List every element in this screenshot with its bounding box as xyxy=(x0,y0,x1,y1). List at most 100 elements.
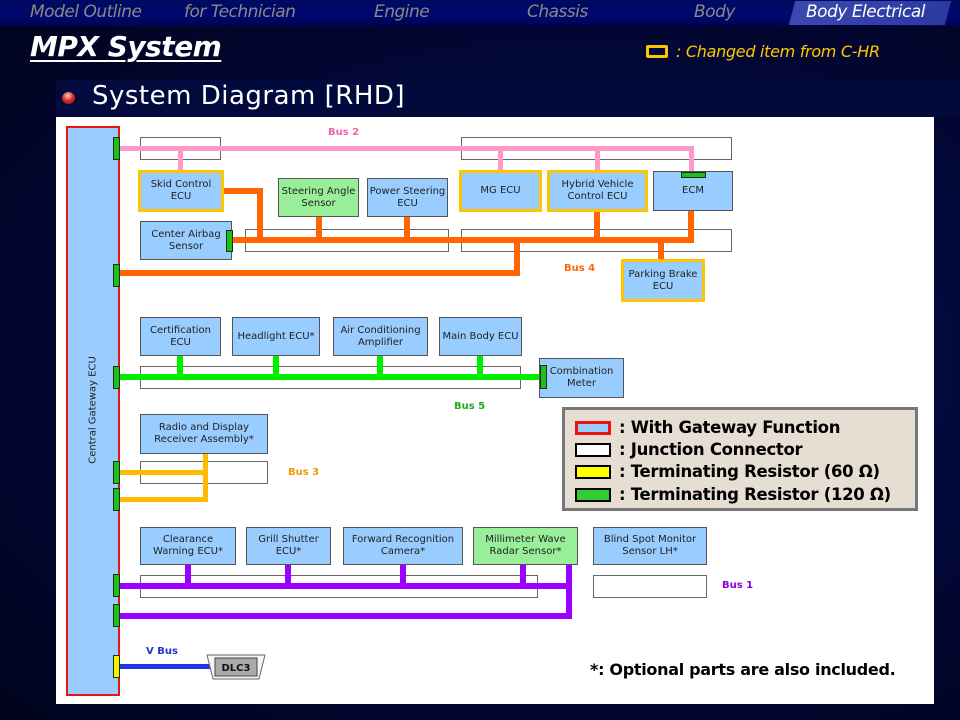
nav-item-for-technician[interactable]: for Technician xyxy=(184,2,296,22)
bus4-wire xyxy=(594,211,600,243)
changed-item-label: : Changed item from C-HR xyxy=(676,42,880,61)
bus5-wire xyxy=(177,355,183,380)
terminating-resistor-120 xyxy=(681,172,706,178)
terminating-resistor-120 xyxy=(113,604,120,627)
ecu-millimeter-wave-radar[interactable]: Millimeter Wave Radar Sensor* xyxy=(473,527,578,565)
nav-item-body-electrical[interactable]: Body Electrical xyxy=(806,2,925,22)
bus4-wire xyxy=(220,188,263,194)
legend-row-gateway: : With Gateway Function xyxy=(575,418,840,437)
subtitle-bar xyxy=(56,80,960,116)
dlc3-connector-icon: DLC3 xyxy=(206,654,266,680)
bus4-wire xyxy=(658,237,664,262)
legend-label: : Terminating Resistor (60 Ω) xyxy=(619,462,880,481)
bus5-wire xyxy=(377,355,383,380)
bus5-wire xyxy=(118,374,542,380)
bus1-wire xyxy=(285,564,291,589)
ecu-forward-recognition-camera[interactable]: Forward Recognition Camera* xyxy=(343,527,463,565)
ecu-blind-spot-monitor-lh[interactable]: Blind Spot Monitor Sensor LH* xyxy=(593,527,707,565)
ecu-radio-display-receiver[interactable]: Radio and Display Receiver Assembly* xyxy=(140,414,268,454)
legend-row-resistor-60: : Terminating Resistor (60 Ω) xyxy=(575,462,880,481)
bus4-wire xyxy=(232,237,694,243)
legend-swatch-resistor-60 xyxy=(575,464,611,479)
bus1-label: Bus 1 xyxy=(722,580,754,591)
bus4-wire xyxy=(316,216,322,243)
bus1-wire xyxy=(118,613,572,619)
section-subtitle: System Diagram [RHD] xyxy=(92,81,406,111)
bus1-wire xyxy=(118,583,572,589)
legend-label: : Terminating Resistor (120 Ω) xyxy=(619,485,891,504)
ecu-main-body[interactable]: Main Body ECU xyxy=(439,317,522,356)
bus3-label: Bus 3 xyxy=(288,467,320,478)
legend-swatch-resistor-120 xyxy=(575,487,611,502)
bus4-wire xyxy=(514,237,520,276)
nav-item-body[interactable]: Body xyxy=(694,2,735,22)
bus2-wire xyxy=(595,146,600,172)
bus4-wire xyxy=(404,216,410,243)
vbus-label: V Bus xyxy=(146,646,178,657)
central-gateway-ecu[interactable] xyxy=(66,126,120,696)
legend-label: : Junction Connector xyxy=(619,440,803,459)
legend-swatch-gateway xyxy=(575,420,611,435)
ecu-mg[interactable]: MG ECU xyxy=(459,170,542,212)
ecu-certification[interactable]: Certification ECU xyxy=(140,317,221,356)
bus4-wire xyxy=(688,210,694,243)
terminating-resistor-120 xyxy=(540,365,547,389)
terminating-resistor-120 xyxy=(113,264,120,287)
optional-parts-footnote: *: Optional parts are also included. xyxy=(590,660,896,679)
dlc3-connector[interactable]: DLC3 xyxy=(205,652,267,682)
bus4-label: Bus 4 xyxy=(564,263,596,274)
terminating-resistor-60 xyxy=(113,655,120,678)
vbus-wire xyxy=(118,664,210,669)
bus4-wire xyxy=(118,270,520,276)
terminating-resistor-120 xyxy=(113,461,120,484)
legend-swatch-junction xyxy=(575,442,611,457)
ecu-steering-angle-sensor[interactable]: Steering Angle Sensor xyxy=(278,178,359,217)
bus5-wire xyxy=(477,355,483,380)
bus2-label: Bus 2 xyxy=(328,127,360,138)
bus2-wire xyxy=(118,146,694,151)
terminating-resistor-120 xyxy=(113,366,120,389)
junction-connector xyxy=(593,575,707,598)
ecu-combination-meter[interactable]: Combination Meter xyxy=(539,358,624,398)
terminating-resistor-120 xyxy=(226,230,233,252)
bus5-wire xyxy=(273,355,279,380)
bus2-wire xyxy=(178,146,183,172)
bus3-wire xyxy=(203,453,208,502)
bullet-icon xyxy=(62,92,75,104)
bus4-wire xyxy=(257,188,263,243)
bus1-wire xyxy=(400,564,406,589)
legend-row-resistor-120: : Terminating Resistor (120 Ω) xyxy=(575,485,891,504)
bus3-wire xyxy=(118,470,208,475)
bus5-label: Bus 5 xyxy=(454,401,486,412)
terminating-resistor-120 xyxy=(113,137,120,160)
terminating-resistor-120 xyxy=(113,488,120,511)
legend-label: : With Gateway Function xyxy=(619,418,841,437)
ecu-grill-shutter[interactable]: Grill Shutter ECU* xyxy=(246,527,331,565)
ecu-skid-control[interactable]: Skid Control ECU xyxy=(138,170,224,212)
nav-item-chassis[interactable]: Chassis xyxy=(527,2,588,22)
bus2-wire xyxy=(689,146,694,176)
ecu-clearance-warning[interactable]: Clearance Warning ECU* xyxy=(140,527,236,565)
nav-item-model-outline[interactable]: Model Outline xyxy=(30,2,142,22)
dlc3-label: DLC3 xyxy=(222,663,251,674)
bus1-wire xyxy=(520,564,526,589)
nav-item-engine[interactable]: Engine xyxy=(374,2,430,22)
central-gateway-ecu-label: Central Gateway ECU xyxy=(87,356,99,464)
page-title: MPX System xyxy=(30,30,222,63)
ecu-center-airbag-sensor[interactable]: Center Airbag Sensor xyxy=(140,221,232,260)
ecu-hybrid-vehicle-control[interactable]: Hybrid Vehicle Control ECU xyxy=(547,170,648,212)
bus2-wire xyxy=(498,146,503,172)
ecu-parking-brake[interactable]: Parking Brake ECU xyxy=(621,259,705,302)
legend-box: : With Gateway Function : Junction Conne… xyxy=(562,407,918,511)
bus3-wire xyxy=(118,497,208,502)
ecu-air-conditioning-amplifier[interactable]: Air Conditioning Amplifier xyxy=(333,317,428,356)
ecu-power-steering[interactable]: Power Steering ECU xyxy=(367,178,448,217)
changed-item-legend: : Changed item from C-HR xyxy=(646,42,880,61)
bus1-wire xyxy=(185,564,191,589)
top-navigation: Model Outline for Technician Engine Chas… xyxy=(0,0,960,26)
ecu-headlight[interactable]: Headlight ECU* xyxy=(232,317,320,356)
changed-item-swatch xyxy=(646,45,668,58)
bus1-wire xyxy=(566,564,572,619)
legend-row-junction: : Junction Connector xyxy=(575,440,803,459)
terminating-resistor-120 xyxy=(113,574,120,597)
